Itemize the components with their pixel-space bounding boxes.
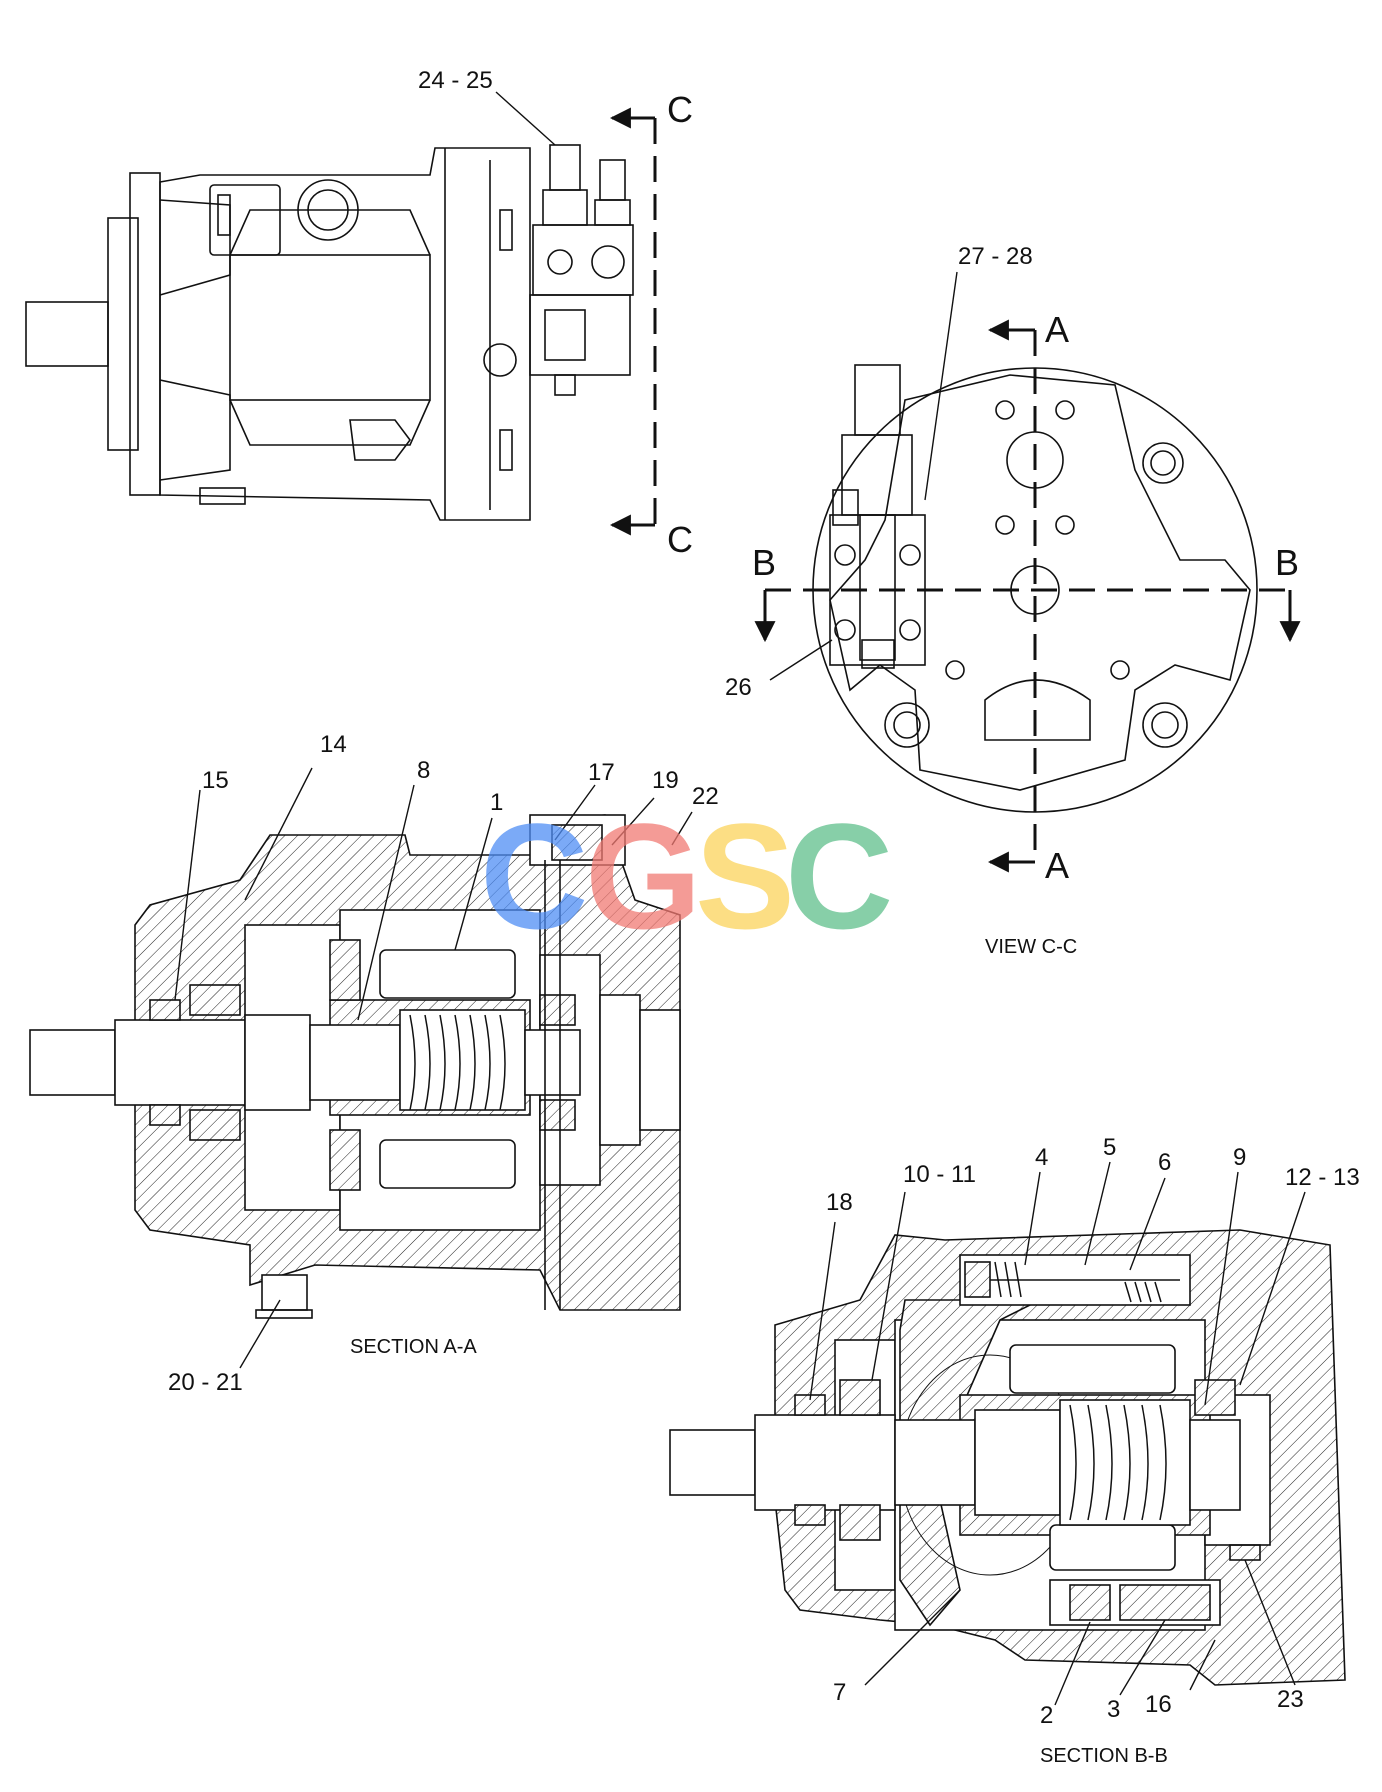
view-cc-caption: VIEW C-C (985, 936, 1077, 958)
callout-15: 15 (202, 767, 229, 794)
callout-16: 16 (1145, 1691, 1172, 1718)
section-bb-drawing (669, 1229, 1346, 1686)
cut-line-a: A A (987, 309, 1069, 886)
section-marker-c-bottom: C (667, 519, 693, 560)
callout-4: 4 (1035, 1144, 1048, 1171)
section-marker-b-left: B (752, 542, 776, 583)
callout-26: 26 (725, 674, 752, 701)
section-aa-drawing (29, 814, 681, 1319)
cut-line-c: C C (609, 89, 693, 560)
callout-20-21: 20 - 21 (168, 1369, 243, 1396)
cut-line-b: B B (752, 542, 1301, 643)
callout-2: 2 (1040, 1702, 1053, 1729)
callout-6: 6 (1158, 1149, 1171, 1176)
pump-side-view (25, 144, 634, 521)
section-bb-caption: SECTION B-B (1040, 1745, 1168, 1767)
watermark-letter-4: C (785, 792, 893, 960)
callout-14: 14 (320, 731, 347, 758)
callout-8: 8 (417, 757, 430, 784)
callout-12-13: 12 - 13 (1285, 1164, 1360, 1191)
callout-9: 9 (1233, 1144, 1246, 1171)
callout-3: 3 (1107, 1696, 1120, 1723)
callout-22: 22 (692, 783, 719, 810)
leader-lines (174, 91, 1306, 1706)
section-marker-c-top: C (667, 89, 693, 130)
callout-17: 17 (588, 759, 615, 786)
section-aa-caption: SECTION A-A (350, 1336, 477, 1358)
section-marker-a-top: A (1045, 309, 1069, 350)
callout-27-28: 27 - 28 (958, 243, 1033, 270)
callout-19: 19 (652, 767, 679, 794)
callout-24-25: 24 - 25 (418, 67, 493, 94)
callout-23: 23 (1277, 1686, 1304, 1713)
callout-10-11: 10 - 11 (903, 1161, 976, 1188)
callout-1: 1 (490, 789, 503, 816)
watermark-letter-2: G (585, 792, 702, 960)
section-marker-b-right: B (1275, 542, 1299, 583)
callout-numbers: 24 - 25 27 - 28 26 14 15 8 1 17 19 22 20… (168, 67, 1360, 1729)
cgsc-watermark: C G S C (480, 792, 893, 960)
watermark-letter-3: S (695, 792, 795, 960)
watermark-letter-1: C (480, 792, 588, 960)
callout-5: 5 (1103, 1134, 1116, 1161)
callout-7: 7 (833, 1679, 846, 1706)
section-marker-a-bottom: A (1045, 845, 1069, 886)
callout-18: 18 (826, 1189, 853, 1216)
